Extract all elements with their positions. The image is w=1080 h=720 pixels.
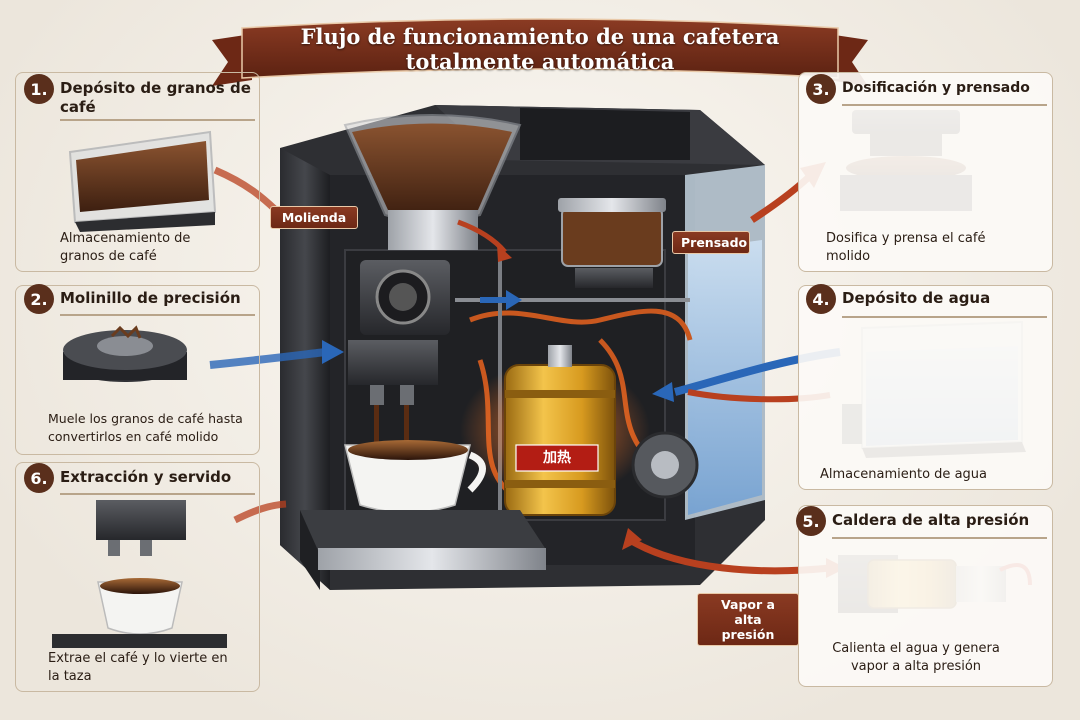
step-6-description: Extrae el café y lo vierte en la taza bbox=[48, 651, 228, 684]
step-5-number: 5. bbox=[796, 506, 826, 536]
steam-label: Vapor a alta presión bbox=[697, 593, 799, 646]
step-2-title: Molinillo de precisión bbox=[60, 289, 241, 307]
step-6-rule bbox=[60, 493, 255, 495]
step-5-title: Caldera de alta presión bbox=[832, 511, 1030, 529]
step-4-description: Almacenamiento de agua bbox=[820, 467, 987, 482]
step-3-rule bbox=[842, 104, 1047, 106]
step-4-header: 4. Depósito de agua bbox=[806, 284, 1051, 314]
step-6-title: Extracción y servido bbox=[60, 468, 232, 486]
step-3-title: Dosificación y prensado bbox=[842, 80, 1030, 96]
panel-boiler bbox=[798, 505, 1053, 687]
panel-bean-hopper bbox=[15, 72, 260, 272]
step-1-number: 1. bbox=[24, 74, 54, 104]
step-2-header: 2. Molinillo de precisión bbox=[24, 284, 259, 314]
grinding-label: Molienda bbox=[270, 206, 358, 229]
step-1-rule bbox=[60, 119, 255, 121]
step-6-number: 6. bbox=[24, 463, 54, 493]
step-2-description: Muele los granos de café hasta convertir… bbox=[48, 411, 243, 444]
step-3-description: Dosifica y prensa el café molido bbox=[826, 231, 986, 264]
step-1-header: 1. Depósito de granos de café bbox=[24, 74, 254, 117]
step-1-description: Almacenamiento de granos de café bbox=[60, 231, 191, 264]
step-3-number: 3. bbox=[806, 74, 836, 104]
pressing-label: Prensado bbox=[672, 231, 750, 254]
step-6-header: 6. Extracción y servido bbox=[24, 463, 259, 493]
step-1-title: Depósito de granos de café bbox=[60, 79, 251, 116]
panel-extraction bbox=[15, 462, 260, 692]
panel-grinder bbox=[15, 285, 260, 455]
step-5-description: Calienta el agua y genera vapor a alta p… bbox=[832, 641, 1000, 674]
step-5-header: 5. Caldera de alta presión bbox=[796, 506, 1051, 536]
heating-label: 加热 bbox=[543, 450, 571, 466]
step-4-number: 4. bbox=[806, 284, 836, 314]
panel-water-tank bbox=[798, 285, 1053, 490]
step-4-title: Depósito de agua bbox=[842, 289, 991, 307]
page-title: Flujo de funcionamiento de una cafetera … bbox=[300, 24, 780, 74]
step-2-number: 2. bbox=[24, 284, 54, 314]
step-5-rule bbox=[832, 537, 1047, 539]
step-4-rule bbox=[842, 316, 1047, 318]
step-3-header: 3. Dosificación y prensado bbox=[806, 74, 1051, 104]
step-2-rule bbox=[60, 314, 255, 316]
